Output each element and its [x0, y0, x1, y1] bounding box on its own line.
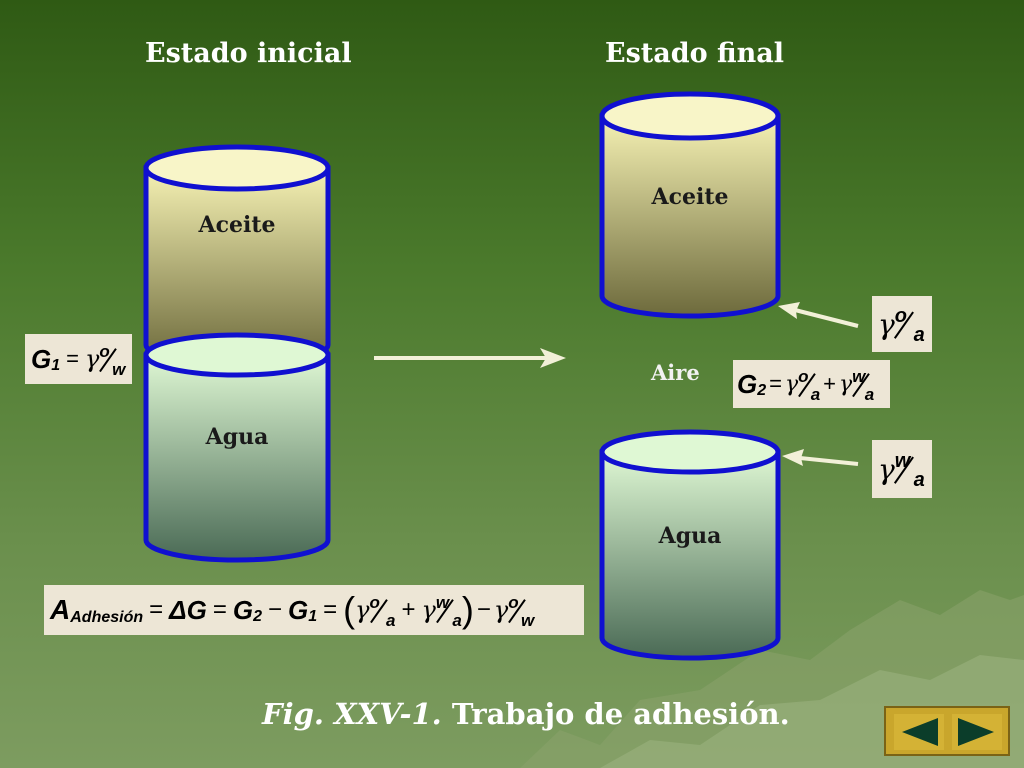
heading-final-state: Estado final	[605, 38, 785, 69]
right-water-label: Agua	[658, 523, 722, 549]
next-slide-button[interactable]	[952, 714, 1002, 750]
previous-slide-button[interactable]	[894, 714, 944, 750]
figure-title: Trabajo de adhesión.	[451, 697, 790, 731]
air-label: Aire	[651, 360, 700, 385]
left-water-label: Agua	[205, 424, 269, 450]
transition-arrow	[374, 348, 566, 368]
right-oil-cylinder	[599, 91, 781, 319]
heading-initial-state: Estado inicial	[145, 38, 352, 69]
right-water-cylinder	[599, 429, 781, 661]
right-oil-label: Aceite	[651, 184, 729, 210]
left-oil-label: Aceite	[198, 212, 276, 238]
figure-number: Fig. XXV-1.	[262, 697, 442, 731]
left-oil-cylinder	[143, 144, 331, 366]
triangle-left-icon	[902, 718, 938, 746]
arrow-to-oil-air-interface	[778, 302, 859, 328]
left-water-cylinder	[143, 332, 331, 563]
triangle-right-icon	[958, 718, 994, 746]
arrow-to-water-air-interface	[782, 449, 859, 466]
figure-caption: Fig. XXV-1. Trabajo de adhesión.	[262, 697, 790, 731]
slide-navigation	[884, 706, 1010, 756]
